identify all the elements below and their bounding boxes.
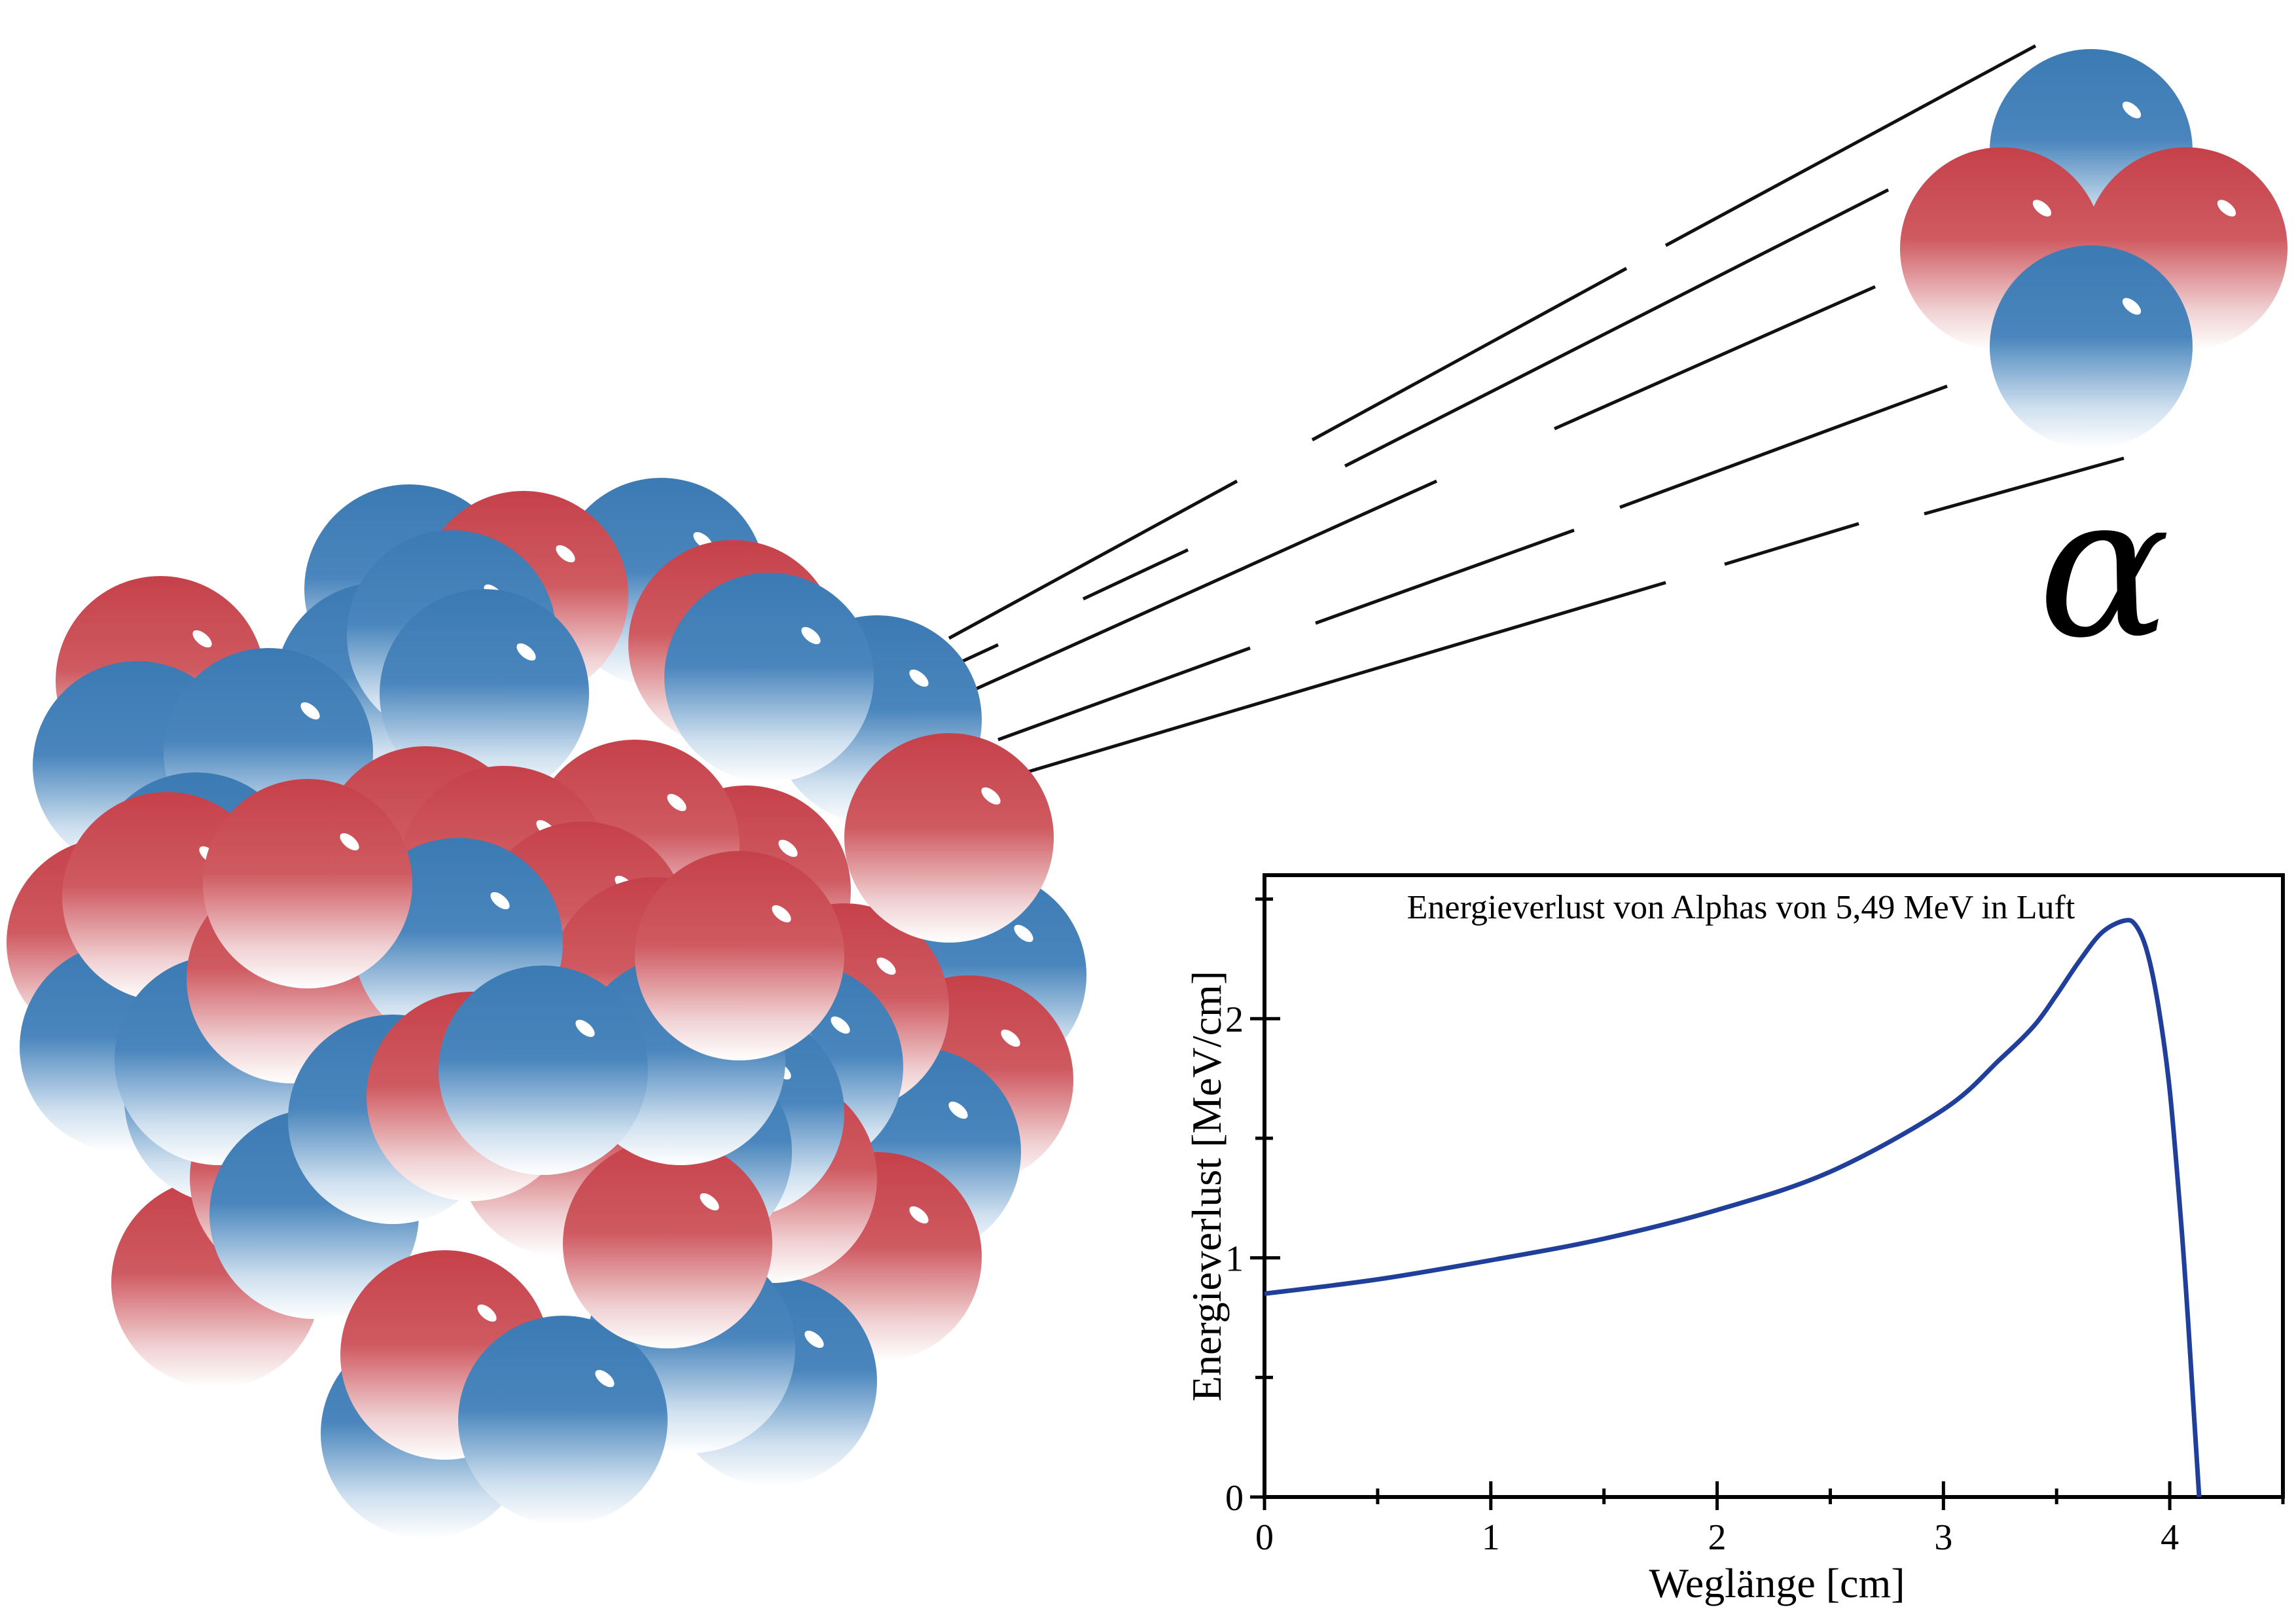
y-tick-label: 2 [1225,1000,1244,1040]
chart-frame [1263,873,2285,1499]
neutron-highlight [300,702,320,720]
neutron-sphere [439,965,648,1175]
alpha-symbol: α [2038,453,2171,681]
neutron-body [380,589,589,799]
neutron-highlight [1014,924,1033,943]
chart-title: Energieverlust von Alphas von 5,49 MeV i… [1407,889,2075,926]
neutron-sphere [458,1316,668,1525]
proton-body [203,779,412,988]
proton-sphere [563,1139,772,1348]
x-axis-label: Weglänge [cm] [1649,1560,1905,1606]
neutron-highlight [2122,101,2142,118]
proton-body [844,733,1054,943]
y-axis-label: Energieverlust [MeV/cm] [1183,971,1230,1401]
neutron-highlight [831,1016,850,1034]
chart-ticks: 0 1 2 3 4 0 1 2 [1225,897,2285,1558]
neutron-highlight [801,626,821,645]
trail-line [1082,548,1189,601]
proton-highlight [981,787,1001,805]
x-tick-label: 1 [1482,1517,1500,1558]
proton-highlight [772,905,791,923]
x-tick-label: 4 [2161,1517,2179,1558]
proton-highlight [1001,1029,1020,1047]
neutron-sphere [380,589,589,799]
proton-highlight [340,833,359,851]
trail-line [1924,456,2125,516]
neutron-highlight [516,643,536,661]
neutron-sphere [1990,245,2193,448]
proton-highlight [909,1206,929,1224]
energy-loss-curve [1264,918,2202,1498]
neutron-sphere [664,573,874,782]
x-tick-label: 2 [1708,1517,1727,1558]
trail-line [1664,44,2037,247]
atomic-nucleus [7,478,1086,1538]
trail-line [935,479,1438,709]
neutron-highlight [909,669,929,687]
proton-highlight [700,1193,719,1211]
proton-sphere [203,779,412,988]
neutron-highlight [948,1101,968,1119]
trail-line [1619,384,1948,509]
trail-line [1315,528,1575,625]
proton-sphere [844,733,1054,943]
trail-line [981,581,1666,787]
trail-line [1724,522,1859,566]
x-tick-label: 3 [1934,1517,1952,1558]
neutron-body [439,965,648,1175]
proton-sphere [635,851,844,1060]
proton-highlight [2032,200,2052,217]
alpha-trails [912,44,2125,787]
neutron-body [1990,245,2193,448]
neutron-body [664,573,874,782]
trail-line [948,479,1238,640]
y-tick-label: 0 [1225,1478,1244,1519]
neutron-highlight [490,892,510,910]
proton-highlight [667,793,687,812]
proton-highlight [778,839,798,857]
trail-line [1311,266,1628,442]
alpha-particle [1900,49,2287,448]
proton-highlight [876,957,896,975]
trail-line [1344,188,1890,468]
proton-body [635,851,844,1060]
neutron-highlight [575,1019,595,1038]
x-tick-label: 0 [1255,1517,1274,1558]
trail-line [1553,285,1876,431]
trail-line [997,646,1251,742]
neutron-highlight [2122,298,2142,315]
neutron-body [458,1316,668,1525]
neutron-highlight [595,1369,615,1388]
y-tick-label: 1 [1225,1239,1244,1280]
proton-highlight [556,545,575,563]
proton-highlight [477,1304,497,1322]
proton-highlight [192,630,212,648]
proton-body [563,1139,772,1348]
neutron-highlight [804,1330,824,1348]
energy-loss-chart: 0 1 2 3 4 0 1 2 Energieverlust von Alphas von 5… [1183,873,2285,1606]
proton-highlight [2217,200,2236,217]
